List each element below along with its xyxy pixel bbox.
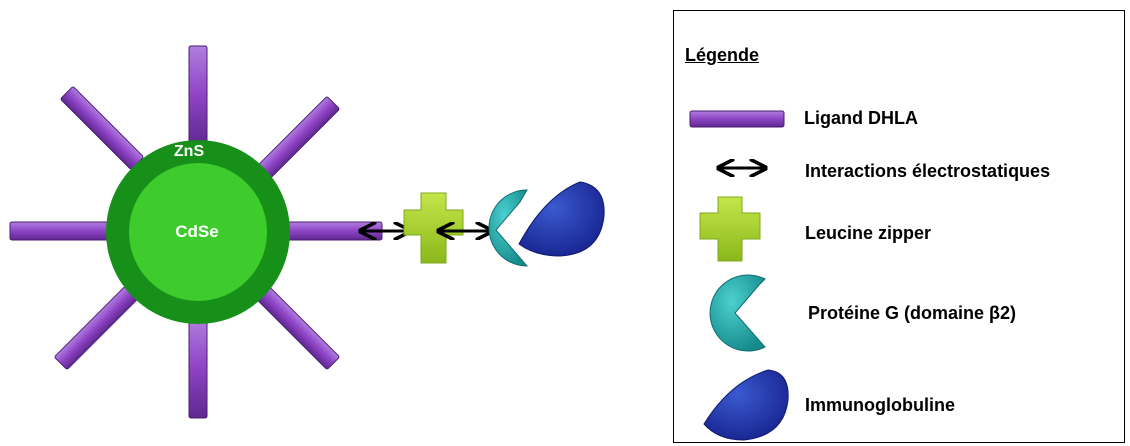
protein-g-pacman-icon (709, 274, 766, 352)
double-arrow-icon (714, 156, 770, 180)
protein-g-pacman (488, 189, 529, 267)
legend-label-interactions: Interactions électrostatiques (805, 161, 1051, 181)
cdse-core (129, 163, 267, 301)
core-label: CdSe (175, 222, 218, 241)
ligand-rod-top-right (256, 96, 340, 180)
legend-panel: Légende Ligand DHLA Interactions électro… (673, 10, 1125, 443)
ligand-rod-icon (689, 110, 785, 128)
ligand-rod-bottom-right (256, 286, 340, 370)
legend-label-protein-g: Protéine G (domaine β2) (808, 303, 1017, 323)
legend-label-immunoglobulin: Immunoglobuline (805, 395, 955, 415)
immunoglobulin-drop-icon (703, 369, 789, 441)
ligand-rod-top (188, 45, 208, 147)
legend-label-leucine: Leucine zipper (805, 223, 932, 243)
immunoglobulin-drop (518, 181, 605, 257)
leucine-zipper-cross-icon (699, 196, 761, 262)
ligand-rod-left (9, 221, 111, 241)
legend-title: Légende (685, 45, 760, 65)
legend-label-ligand: Ligand DHLA (804, 108, 918, 128)
ligand-rod-bottom-left (54, 286, 138, 370)
shell-label: ZnS (174, 143, 205, 160)
ligand-rod-bottom (188, 317, 208, 419)
leucine-zipper-cross (403, 192, 464, 264)
ligand-rod-top-left (60, 86, 144, 170)
